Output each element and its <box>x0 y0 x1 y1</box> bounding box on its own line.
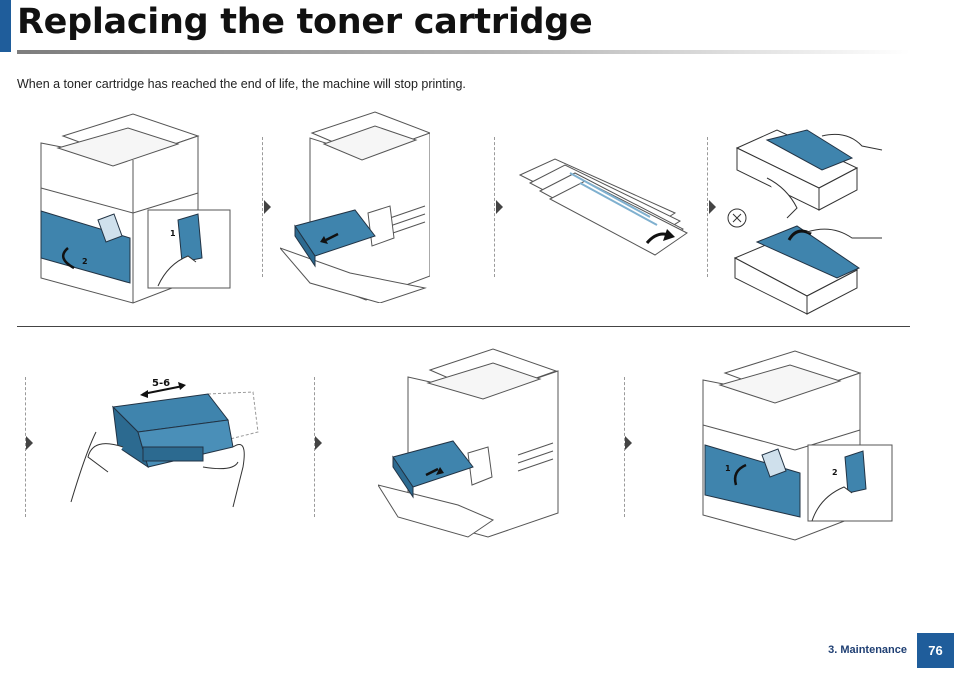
step-arrow <box>26 436 33 450</box>
intro-paragraph: When a toner cartridge has reached the e… <box>17 77 466 91</box>
step-arrow <box>315 436 322 450</box>
step-arrow <box>625 436 632 450</box>
section-divider <box>17 326 910 327</box>
step-divider <box>707 137 708 277</box>
title-accent-bar <box>0 0 11 52</box>
step-open-cover-illustration: 2 1 <box>38 108 238 308</box>
page-title: Replacing the toner cartridge <box>17 2 593 42</box>
step-arrow <box>709 200 716 214</box>
step-shake-cartridge-illustration: 5-6 <box>68 372 268 512</box>
page-number-badge: 76 <box>917 633 954 668</box>
callout-label: 2 <box>82 257 88 266</box>
title-underline <box>17 50 910 54</box>
callout-label: 5-6 <box>152 378 170 389</box>
step-divider <box>25 377 26 517</box>
step-unpack-cartridge-illustration <box>515 155 690 260</box>
step-divider <box>494 137 495 277</box>
callout-label: 1 <box>725 464 731 473</box>
callout-label: 1 <box>170 229 176 238</box>
step-arrow <box>264 200 271 214</box>
step-remove-cartridge-illustration <box>280 108 430 303</box>
step-insert-cartridge-illustration <box>378 345 563 540</box>
callout-label: 2 <box>832 468 838 477</box>
step-close-cover-illustration: 1 2 <box>700 345 895 545</box>
step-divider <box>624 377 625 517</box>
step-remove-packaging-illustration <box>727 128 887 318</box>
step-arrow <box>496 200 503 214</box>
footer-section-label: 3. Maintenance <box>828 644 907 656</box>
step-divider <box>262 137 263 277</box>
step-divider <box>314 377 315 517</box>
